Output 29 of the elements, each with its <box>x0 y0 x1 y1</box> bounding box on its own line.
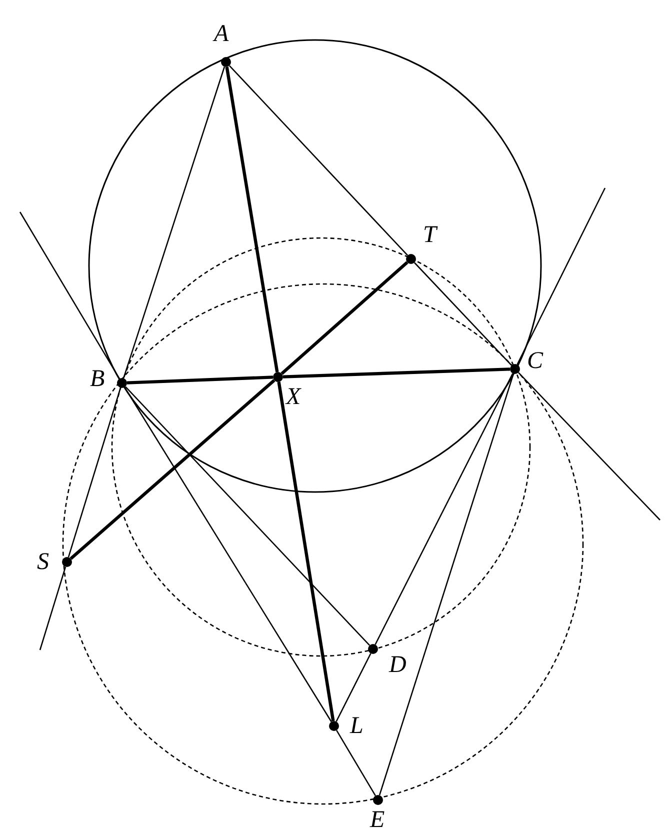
line-segment <box>336 730 376 796</box>
line-segment <box>336 653 372 722</box>
point-label: X <box>286 385 301 409</box>
point-label: A <box>214 22 229 46</box>
thick-segment <box>225 66 279 372</box>
line-segment <box>122 66 226 378</box>
point-label: T <box>423 223 436 247</box>
thick-segment <box>70 379 276 560</box>
line-segment <box>124 386 370 646</box>
line-segment <box>68 388 122 558</box>
line-segment <box>19 212 120 380</box>
point-label: L <box>350 714 364 738</box>
thick-segment <box>280 261 408 375</box>
point-label: C <box>527 349 544 373</box>
line-segment <box>228 65 408 256</box>
thick-segment <box>282 368 510 378</box>
point-label: S <box>37 550 49 574</box>
point-label: B <box>90 367 105 391</box>
point-label: E <box>370 808 385 832</box>
line-segment <box>414 262 512 366</box>
thick-segment <box>277 382 335 722</box>
point-label: D <box>389 653 406 677</box>
line-segment <box>378 374 514 796</box>
line-segment <box>516 188 606 365</box>
line-segment <box>39 566 66 650</box>
line-segment <box>374 373 514 645</box>
line-segment <box>124 386 332 722</box>
thick-segment <box>126 376 274 384</box>
line-segment <box>518 372 660 520</box>
